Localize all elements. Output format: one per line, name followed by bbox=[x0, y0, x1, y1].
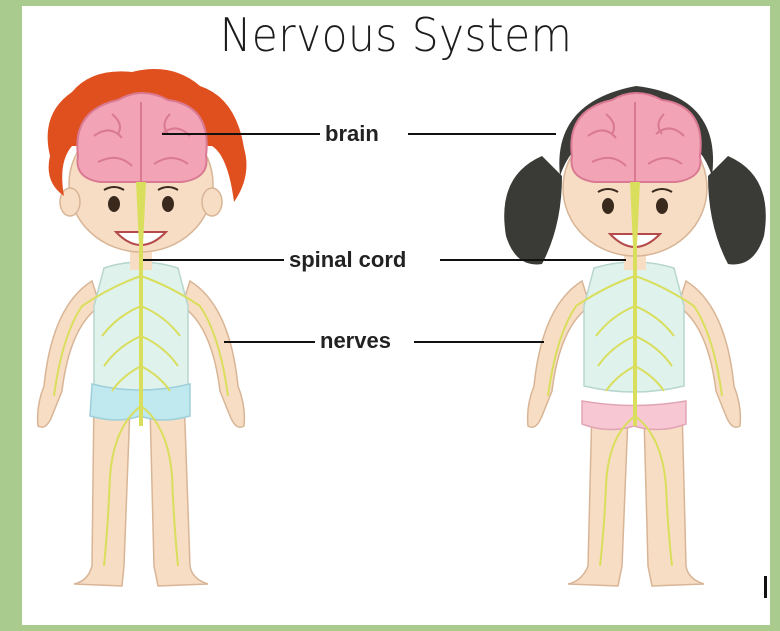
text-cursor-icon bbox=[764, 576, 767, 598]
nerves-label: nerves bbox=[316, 328, 395, 354]
nervous-system-illustration bbox=[22, 6, 770, 625]
brain-label: brain bbox=[321, 121, 383, 147]
page-title: Nervous System bbox=[52, 8, 740, 62]
girl-figure bbox=[504, 86, 766, 586]
boy-figure bbox=[38, 69, 247, 586]
diagram-frame: Nervous System brain spinal cord nerves bbox=[22, 6, 770, 625]
spinal-cord-label: spinal cord bbox=[285, 247, 410, 273]
